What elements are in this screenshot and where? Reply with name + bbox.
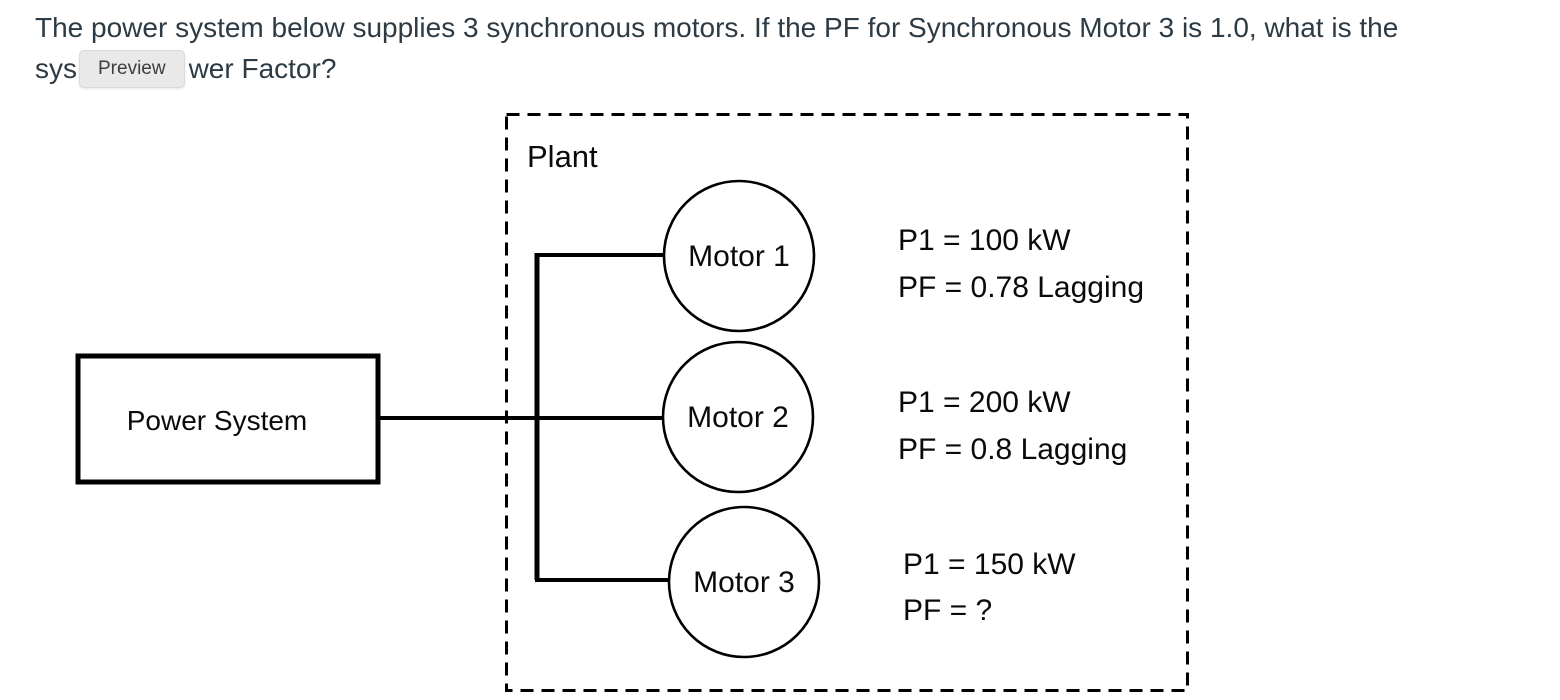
motor-3-pf-spec: PF = ? — [903, 594, 992, 627]
motor-1-circle — [662, 179, 816, 333]
question-line-2: sys Preview wer Factor? — [35, 48, 1398, 89]
motor-2-label: Motor 2 — [687, 401, 789, 434]
question-line-2-prefix: sys — [35, 53, 77, 84]
motor-1-power-spec: P1 = 100 kW — [898, 224, 1071, 257]
plant-label: Plant — [527, 139, 598, 174]
motor-3-circle — [667, 505, 821, 659]
question-text: The power system below supplies 3 synchr… — [35, 7, 1398, 89]
power-system-box — [75, 353, 381, 485]
question-line-2-suffix: wer Factor? — [188, 53, 337, 84]
motor-2-power-spec: P1 = 200 kW — [898, 386, 1071, 419]
plant-boundary — [505, 113, 1189, 692]
motor-1-label: Motor 1 — [688, 240, 790, 273]
motor-1-pf-spec: PF = 0.78 Lagging — [898, 271, 1144, 304]
motor-3-label: Motor 3 — [693, 566, 795, 599]
question-line-1: The power system below supplies 3 synchr… — [35, 12, 1399, 43]
preview-button[interactable]: Preview — [79, 49, 185, 88]
motor-3-power-spec: P1 = 150 kW — [903, 548, 1076, 581]
motor-2-pf-spec: PF = 0.8 Lagging — [898, 433, 1127, 466]
power-system-label: Power System — [127, 405, 308, 436]
motor-2-circle — [661, 340, 815, 494]
